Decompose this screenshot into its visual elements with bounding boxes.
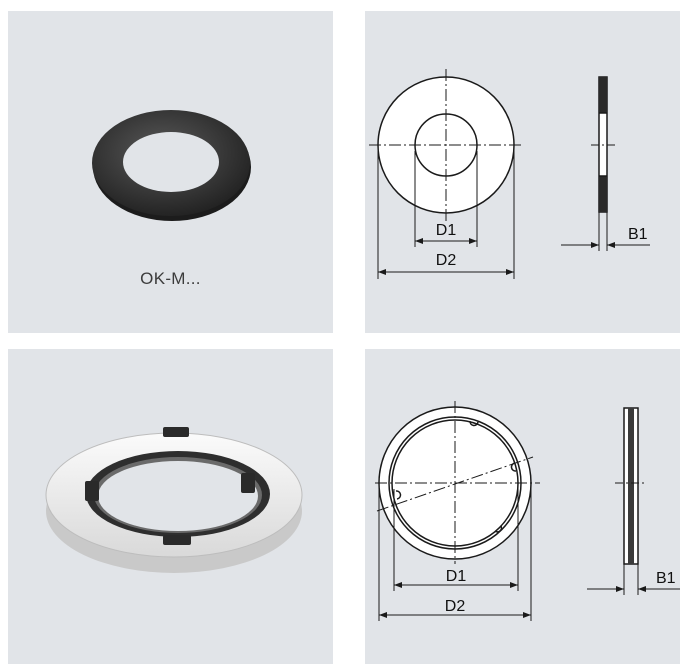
d1-label: D1 — [436, 222, 457, 239]
ring-side-view — [615, 407, 647, 565]
product-label: OK-M... — [140, 269, 201, 288]
ring-photo — [45, 427, 303, 573]
washer-drawing-panel: D1 D2 B1 — [365, 11, 680, 333]
washer-photo-panel: OK-M... — [8, 11, 333, 333]
washer-drawing: D1 D2 B1 — [369, 69, 650, 279]
ring-drawing-panel: D1 D2 B1 — [365, 349, 680, 664]
b1-label: B1 — [656, 570, 676, 587]
ring-photo-panel — [8, 349, 333, 664]
d2-label: D2 — [436, 252, 457, 269]
washer-side-view — [591, 76, 617, 213]
d2-label: D2 — [445, 598, 466, 615]
washer-photo — [92, 110, 251, 221]
ring-drawing: D1 D2 B1 — [375, 401, 680, 621]
d1-label: D1 — [446, 568, 467, 585]
b1-label: B1 — [628, 226, 648, 243]
